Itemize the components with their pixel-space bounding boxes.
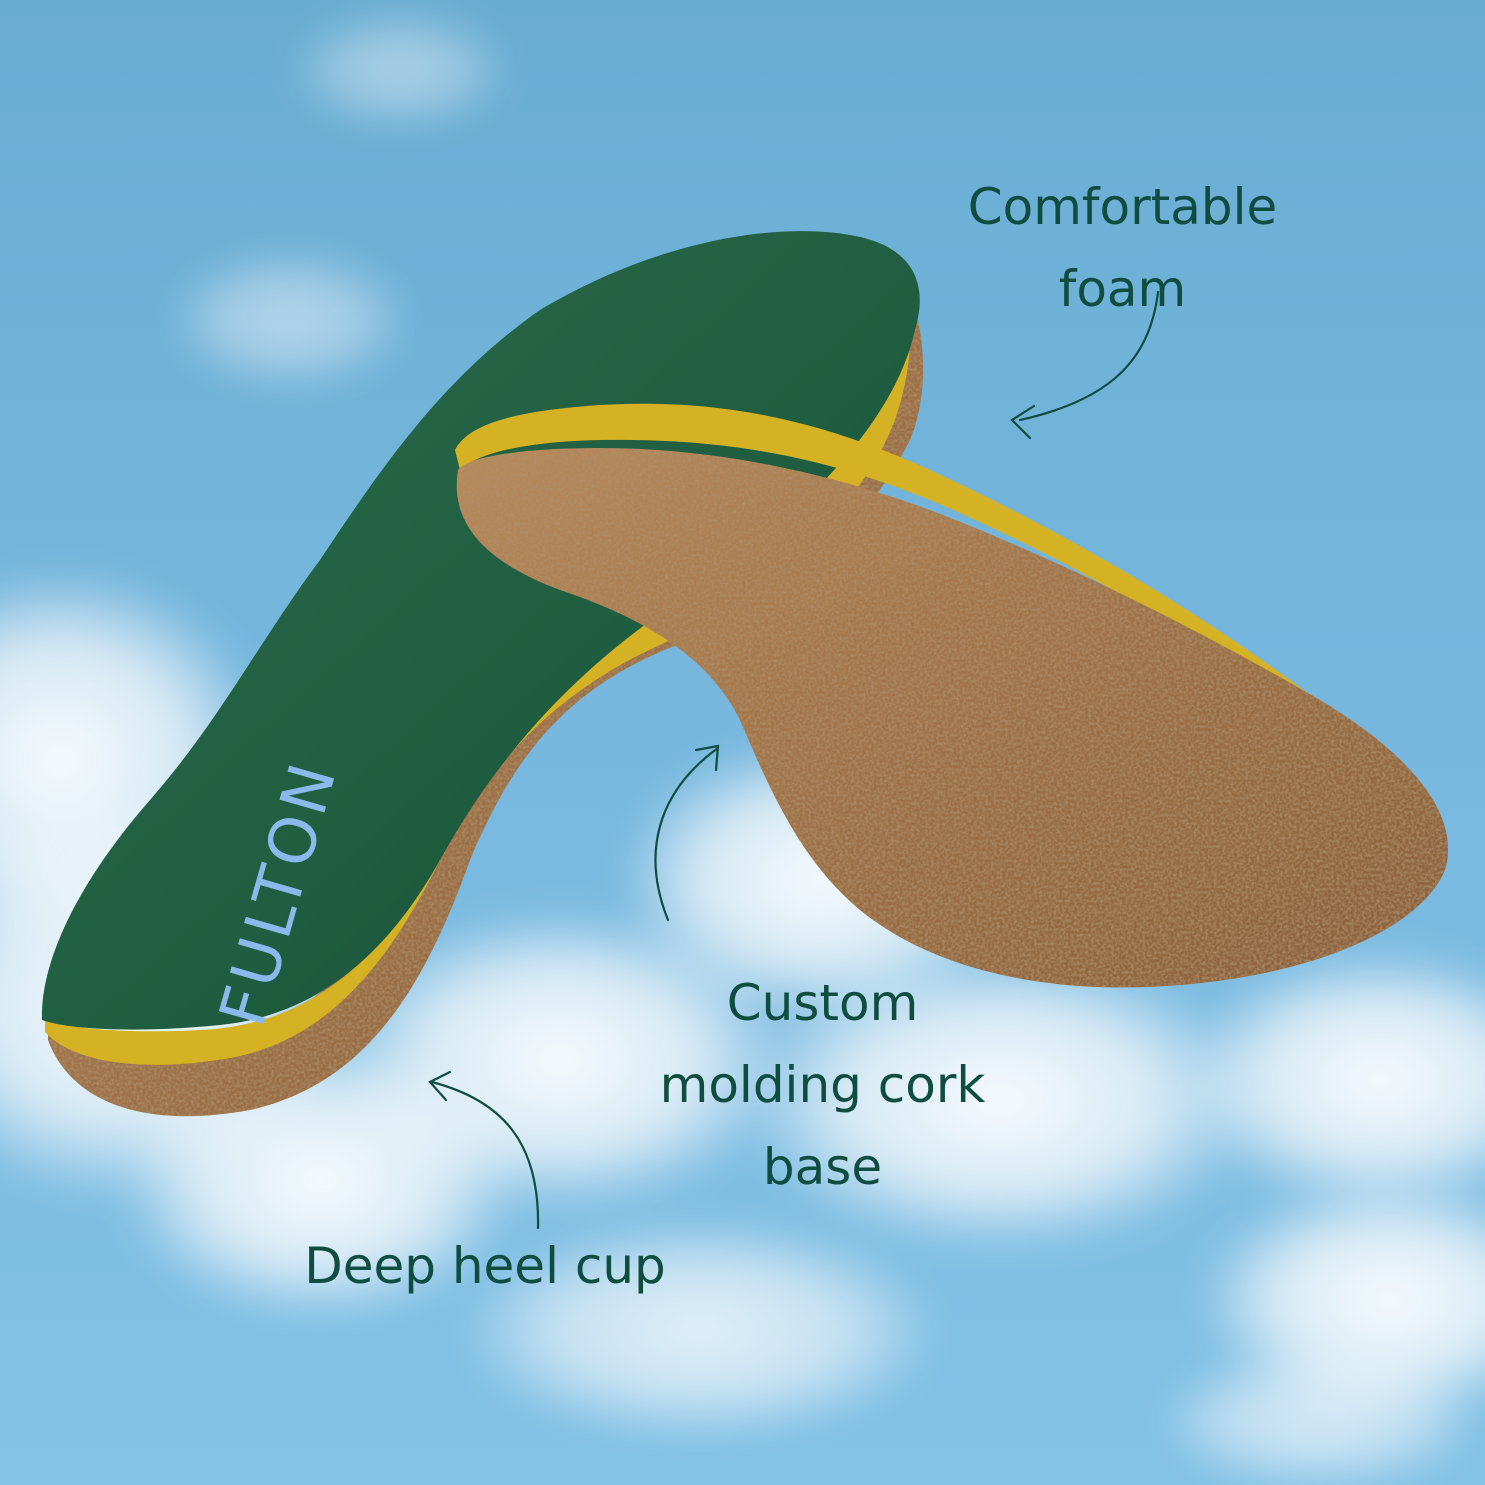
arrow-cork bbox=[654, 744, 720, 922]
callout-cork-line-3: base bbox=[762, 1138, 883, 1196]
right-insole-foam-edge bbox=[455, 403, 1444, 880]
right-insole-cork bbox=[456, 448, 1449, 988]
callout-cork-line-1: Custom bbox=[726, 974, 919, 1032]
callout-comfortable-foam: Comfortable foam bbox=[930, 166, 1315, 330]
callout-cork-base: Custom molding cork base bbox=[620, 962, 1025, 1208]
callout-deep-heel-cup: Deep heel cup bbox=[270, 1225, 700, 1307]
callout-heel-line-1: Deep heel cup bbox=[304, 1237, 666, 1295]
arrow-foam bbox=[1010, 290, 1160, 440]
callout-cork-line-2: molding cork bbox=[659, 1056, 986, 1114]
arrow-heel bbox=[428, 1070, 540, 1230]
callout-foam-line-2: foam bbox=[1058, 260, 1187, 318]
callout-foam-line-1: Comfortable bbox=[967, 178, 1278, 236]
